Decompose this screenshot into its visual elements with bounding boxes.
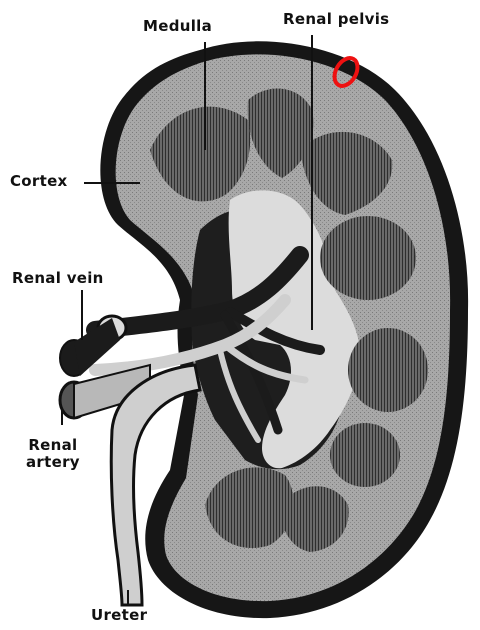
label-renal-pelvis: Renal pelvis [283,11,389,28]
label-renal-vein: Renal vein [12,270,104,287]
label-medulla: Medulla [143,18,212,35]
label-cortex: Cortex [10,173,68,190]
label-renal-artery-line2: artery [26,454,80,471]
label-renal-artery: Renal artery [26,437,80,471]
pyramid [330,423,400,487]
label-ureter: Ureter [91,607,147,624]
label-renal-artery-line1: Renal [26,437,80,454]
pyramid [320,216,416,300]
pyramid [348,328,428,412]
